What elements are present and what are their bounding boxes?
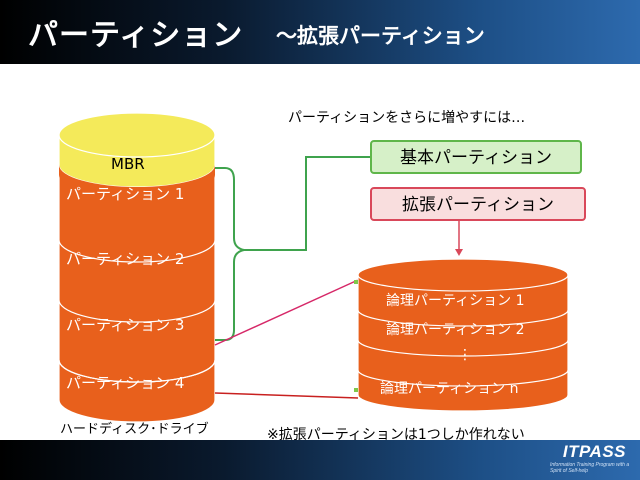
basic-connector (215, 156, 370, 341)
extended-link-bottom (214, 392, 359, 399)
mbr-orange-band (59, 165, 215, 197)
footer-brand-logo: ITPASS (562, 442, 626, 461)
note-text: ※拡張パーティションは1つしか作れない (267, 427, 525, 443)
page-title: パーティション (28, 18, 244, 53)
extended-arrow (455, 221, 463, 256)
footer-bar: ITPASS Information Training Program with… (0, 440, 640, 480)
header-bar: パーティション ～拡張パーティション (0, 0, 640, 64)
extended-link-top (214, 279, 359, 346)
partition-4-label: パーティション 4 (66, 374, 185, 392)
footer-tagline: Information Training Program with a Spir… (550, 462, 630, 474)
logical-ellipsis: ⋮ (458, 347, 472, 363)
partition-2-segment (58, 239, 216, 323)
extended-disk-cylinder (357, 258, 569, 412)
extended-partition-box: 拡張パーティション (370, 187, 586, 221)
disk-top (58, 112, 216, 158)
question-text: パーティションをさらに増やすには… (288, 110, 526, 126)
mbr-label: MBR (111, 155, 145, 173)
partition-1-label: パーティション 1 (66, 185, 185, 203)
partition-3-label: パーティション 3 (66, 316, 185, 334)
partition-2-label: パーティション 2 (66, 250, 185, 268)
logical-partition-1-label: 論理パーティション 1 (386, 293, 525, 309)
page-subtitle: ～拡張パーティション (276, 24, 485, 48)
logical-partition-n-label: 論理パーティション n (380, 381, 519, 397)
hard-disk-caption: ハードディスク･ドライブ (60, 422, 209, 437)
logical-partition-2-label: 論理パーティション 2 (386, 322, 525, 338)
basic-partition-box: 基本パーティション (370, 140, 582, 174)
hard-disk-cylinder (58, 112, 216, 423)
partition-3-bottom-edge (58, 359, 216, 383)
partition-1-segment (58, 174, 216, 263)
